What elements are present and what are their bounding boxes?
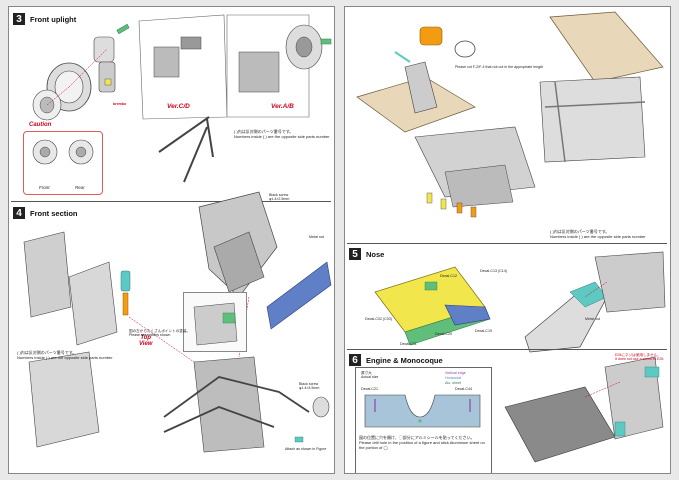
- front-label: Front: [39, 185, 50, 190]
- parts-note-jp: ( )内は反対側のパーツ番号です。: [17, 350, 77, 355]
- metal-rod-label: Metal rod: [309, 235, 324, 239]
- caution-discs: [32, 139, 94, 165]
- section-number: 5: [349, 248, 361, 260]
- section-3-header: 3 Front uplight: [13, 13, 76, 25]
- section-divider: [347, 243, 667, 244]
- decal-nose-2: Decal-C12: [440, 274, 457, 278]
- parts-note-s4: ( )内は反対側のパーツ番号です。 Numbers inside ( ) are…: [17, 350, 113, 360]
- cut-note: Please cut F-2/F-4 that not cut in the a…: [455, 65, 544, 69]
- screw-note: Black screw φ1.4×3.5mm: [299, 382, 320, 391]
- black-screw-label: Black screw φ1.4×2.5mm: [269, 193, 290, 202]
- ver-cd-label: Ver.C/D: [167, 103, 190, 110]
- section-title: Engine & Monocoque: [366, 355, 443, 365]
- section-number: 6: [349, 354, 361, 366]
- section-6-header: 6 Engine & Monocoque: [349, 354, 443, 366]
- left-instruction-page: 3 Front uplight Ver.C/D Ver.A/B Caution …: [8, 6, 335, 474]
- legend-alu: Alu. sheet: [445, 381, 461, 385]
- section-divider: [347, 349, 667, 350]
- section-number: 4: [13, 207, 25, 219]
- hole-note-jp: 図の位置に穴を開け、◯部分にアルミシールを貼ってください。: [359, 435, 475, 440]
- assembly-note-jp: 図の左からたくさんポイントの塗装。: [129, 329, 191, 333]
- parts-note-s3: ( )内は反対側のパーツ番号です。 Numbers inside ( ) are…: [234, 129, 330, 139]
- parts-note-jp: ( )内は反対側のパーツ番号です。: [234, 129, 294, 134]
- decal-nose-3: Decal-C13 (C14): [480, 269, 507, 273]
- assembly-note: 図の左からたくさんポイントの塗装。 Please assemblies show…: [129, 329, 190, 337]
- section-divider: [11, 201, 331, 202]
- top-view-label: Top View: [139, 335, 152, 348]
- actual-size-label: 原寸大 Actual size: [361, 371, 379, 380]
- parts-note-s-right: ( )内は反対側のパーツ番号です。 Numbers inside ( ) are…: [550, 229, 646, 239]
- hole-note-en: Please drill hole in the position of a f…: [359, 440, 485, 451]
- rear-label: Rear: [75, 185, 85, 190]
- parts-note-jp: ( )内は反対側のパーツ番号です。: [550, 229, 610, 234]
- decal-nose-6: Decal-C11: [400, 342, 417, 346]
- legend-vertical: Vertical edge: [445, 371, 466, 375]
- decal-placement-box: [355, 367, 492, 473]
- parts-note-en: Numbers inside ( ) are the opposite side…: [17, 355, 113, 361]
- nose-diagram: [374, 251, 666, 353]
- ver-ab-label: Ver.A/B: [271, 103, 294, 110]
- decal-nose-5: Decal-C19: [475, 329, 492, 333]
- assembly-note-en: Please assemblies shown: [129, 333, 171, 338]
- monocoque-decal-shape: [364, 356, 664, 463]
- caution-label: Caution: [29, 122, 52, 128]
- top-view-text: Top View: [139, 335, 153, 348]
- front-section-diagram: [23, 191, 332, 453]
- decal-c44-label: Decal-C44: [455, 387, 472, 391]
- decal-nose-4: Decal-C20: [435, 332, 452, 336]
- nose-metal-rod: Metal rod: [585, 317, 600, 321]
- seat-and-monocoque-diagram: [356, 11, 664, 218]
- front-uplight-diagram: [32, 14, 332, 183]
- top-view-detail: [193, 302, 238, 346]
- e28-note: E28にネジは使用しません。 It does not use a screw t…: [615, 353, 664, 362]
- caution-box: [23, 131, 103, 195]
- right-instruction-page: Please cut F-2/F-4 that not cut in the a…: [344, 6, 671, 474]
- decal-c21-label: Decal-C21: [361, 387, 378, 391]
- section-title: Front uplight: [30, 14, 77, 24]
- decal-nose-1: Decal-C02 (C03): [365, 317, 392, 321]
- parts-note-en: Numbers inside ( ) are the opposite side…: [550, 234, 646, 240]
- section-5-header: 5 Nose: [349, 248, 384, 260]
- attach-note: Attach as shown in Figure: [285, 447, 327, 451]
- brembo-label: brembo: [113, 102, 127, 106]
- section-title: Nose: [366, 249, 385, 259]
- section-4-header: 4 Front section: [13, 207, 78, 219]
- hole-note: 図の位置に穴を開け、◯部分にアルミシールを貼ってください。 Please dri…: [359, 435, 487, 451]
- parts-note-en: Numbers inside ( ) are the opposite side…: [234, 134, 330, 140]
- section-number: 3: [13, 13, 25, 25]
- section-title: Front section: [30, 208, 78, 218]
- legend-horizontal: Horizontal: [445, 376, 462, 380]
